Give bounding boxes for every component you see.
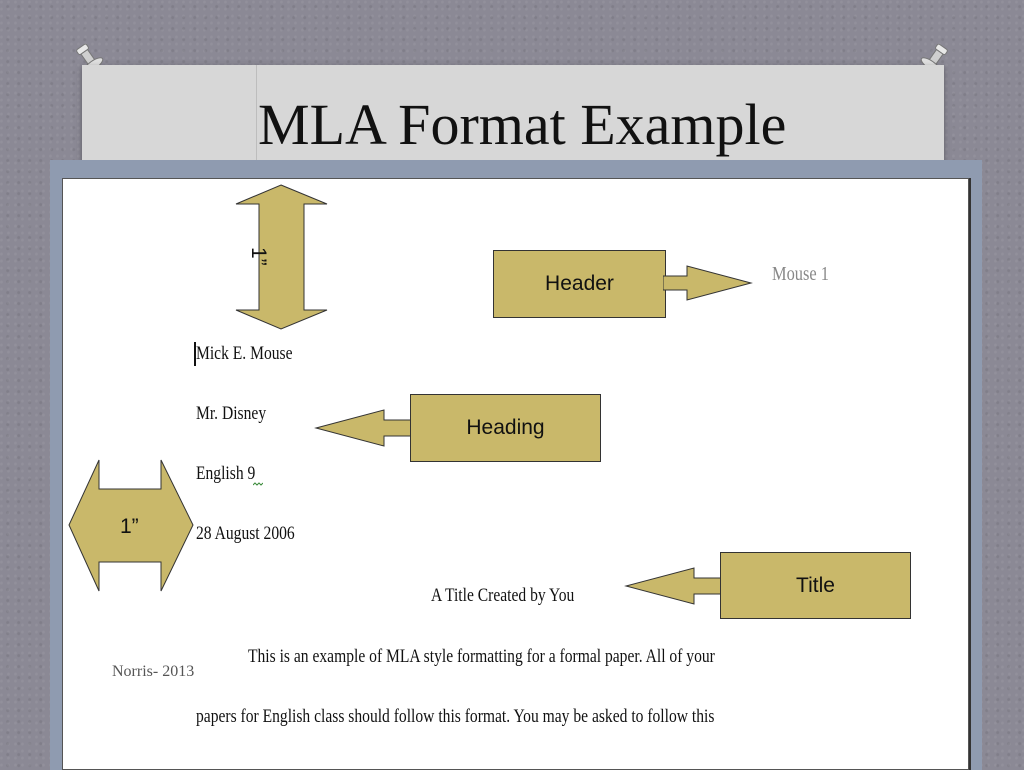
top-margin-label: 1” — [247, 247, 270, 266]
heading-line-class: English 9 — [196, 463, 256, 484]
left-arrow-icon — [624, 567, 722, 605]
body-text-line: papers for English class should follow t… — [196, 706, 715, 727]
header-callout: Header — [493, 250, 666, 318]
header-sample-text: Mouse 1 — [772, 263, 829, 285]
heading-callout-label: Heading — [466, 416, 545, 439]
title-card — [82, 65, 944, 175]
slide-credit: Norris- 2013 — [112, 663, 195, 680]
body-text-line: This is an example of MLA style formatti… — [248, 646, 715, 667]
heading-callout: Heading — [410, 394, 601, 462]
vertical-double-arrow-icon — [235, 184, 328, 330]
slide-title: MLA Format Example — [258, 92, 787, 157]
header-callout-label: Header — [545, 272, 614, 295]
text-cursor — [194, 342, 196, 366]
title-callout-label: Title — [796, 573, 835, 597]
right-arrow-icon — [663, 265, 753, 301]
title-card-divider — [256, 65, 257, 175]
heading-line-teacher: Mr. Disney — [196, 403, 267, 424]
paper-title: A Title Created by You — [431, 585, 575, 606]
horizontal-double-arrow-icon — [68, 459, 194, 592]
heading-line-date: 28 August 2006 — [196, 523, 295, 544]
title-callout: Title — [720, 552, 911, 619]
heading-line-name: Mick E. Mouse — [196, 343, 293, 364]
left-margin-label: 1” — [120, 515, 139, 538]
left-arrow-icon — [314, 409, 412, 447]
spellcheck-squiggle — [253, 482, 263, 486]
